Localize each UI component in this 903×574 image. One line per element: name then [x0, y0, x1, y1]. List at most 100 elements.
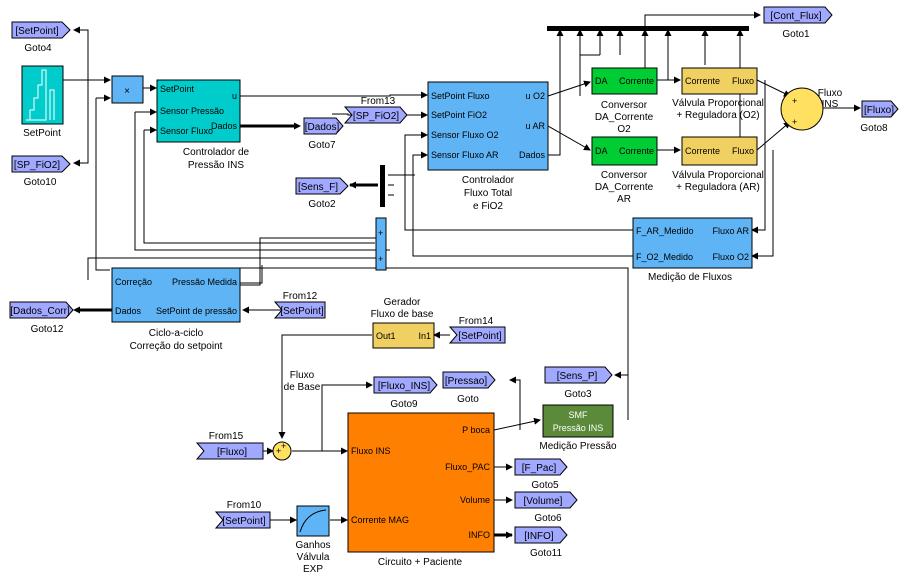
svg-text:Fluxo AR: Fluxo AR	[712, 226, 749, 236]
svg-text:Pressão INS: Pressão INS	[188, 160, 244, 171]
goto9-block[interactable]: [Fluxo_INS] Goto9	[373, 376, 438, 410]
svg-text:[Fluxo]: [Fluxo]	[217, 447, 247, 458]
controlador-pressao-block[interactable]: SetPoint Sensor Pressão Sensor Fluxo u D…	[156, 79, 250, 171]
data-mux-bar[interactable]	[547, 26, 749, 31]
svg-text:e FiO2: e FiO2	[473, 201, 503, 212]
valvula-ar-block[interactable]: Corrente Fluxo Válvula Proporcional + Re…	[672, 136, 764, 193]
fluxo-base-label-2: de Base	[284, 382, 321, 393]
svg-text:Válvula: Válvula	[297, 552, 330, 563]
conversor-o2-block[interactable]: DA Corrente Conversor DA_Corrente O2	[591, 67, 658, 135]
goto12-block[interactable]: [Dados_Corr] Goto12	[9, 301, 74, 335]
fluxo-base-label-1: Fluxo	[290, 370, 315, 381]
svg-text:[SetPoint]: [SetPoint]	[280, 306, 324, 317]
sum-low-block[interactable]: + +	[272, 441, 292, 461]
svg-text:SetPoint de pressão: SetPoint de pressão	[156, 306, 237, 316]
ganhos-valvula-exp-block[interactable]: Ganhos Válvula EXP	[295, 505, 331, 574]
svg-text:DA_Corrente: DA_Corrente	[595, 182, 654, 193]
svg-text:×: ×	[124, 86, 130, 97]
svg-text:Fluxo: Fluxo	[732, 76, 754, 86]
setpoint-source-block[interactable]: SetPoint	[21, 65, 64, 139]
svg-text:SetPoint: SetPoint	[160, 84, 195, 94]
sum-fluxo-ins-block[interactable]: + + Fluxo INS	[780, 87, 843, 131]
svg-text:EXP: EXP	[303, 564, 323, 574]
svg-text:SMF: SMF	[569, 410, 589, 420]
svg-text:u O2: u O2	[525, 91, 545, 101]
smf-pressao-block[interactable]: SMF Pressão INS Medição Pressão	[539, 404, 617, 452]
sum-mid-block[interactable]: + +	[375, 217, 387, 271]
ciclo-a-ciclo-block[interactable]: Correção Dados Pressão Medida SetPoint d…	[111, 267, 241, 352]
svg-text:Fluxo Total: Fluxo Total	[464, 188, 512, 199]
svg-text:u AR: u AR	[525, 121, 545, 131]
goto2-block[interactable]: [Sens_F] Goto2	[295, 177, 349, 210]
sens-f-mux[interactable]	[380, 165, 385, 207]
svg-text:Conversor: Conversor	[601, 100, 648, 111]
svg-text:Goto2: Goto2	[308, 199, 336, 210]
svg-text:In1: In1	[418, 331, 431, 341]
svg-text:+ Reguladora (O2): + Reguladora (O2)	[676, 110, 759, 121]
svg-text:DA: DA	[595, 146, 608, 156]
goto10-block[interactable]: [SP_FiO2] Goto10	[11, 155, 71, 188]
svg-text:Sensor Pressão: Sensor Pressão	[160, 106, 224, 116]
svg-text:Ganhos: Ganhos	[295, 540, 330, 551]
controlador-fluxo-block[interactable]: SetPoint Fluxo SetPoint FiO2 Sensor Flux…	[427, 81, 549, 212]
goto5-block[interactable]: [F_Pac] Goto5	[514, 458, 568, 491]
svg-text:Fluxo INS: Fluxo INS	[351, 446, 391, 456]
svg-text:Sensor Fluxo: Sensor Fluxo	[160, 126, 213, 136]
svg-text:F_O2_Medido: F_O2_Medido	[636, 252, 693, 262]
svg-text:Goto7: Goto7	[308, 140, 336, 151]
svg-text:[SetPoint]: [SetPoint]	[15, 26, 59, 37]
svg-text:[SetPoint]: [SetPoint]	[222, 516, 266, 527]
setpoint-label: SetPoint	[23, 128, 61, 139]
svg-text:[SP_FiO2]: [SP_FiO2]	[14, 160, 60, 171]
goto3-block[interactable]: [Sens_P] Goto3	[544, 366, 613, 400]
circuito-paciente-block[interactable]: Fluxo INS Corrente MAG P boca Fluxo_PAC …	[347, 412, 495, 568]
from13-block[interactable]: From13 [SP_FiO2]	[343, 96, 408, 124]
svg-text:Fluxo de base: Fluxo de base	[371, 309, 434, 320]
svg-text:From13: From13	[361, 96, 396, 107]
medicao-fluxos-block[interactable]: F_AR_Medido F_O2_Medido Fluxo AR Fluxo O…	[632, 217, 753, 283]
sens-f-mux-ports	[388, 174, 394, 196]
goto8-block[interactable]: [Fluxo] Goto8	[860, 100, 899, 134]
svg-text:Conversor: Conversor	[601, 170, 648, 181]
goto4-block[interactable]: [SetPoint] Goto4	[11, 21, 71, 54]
from15-block[interactable]: From15 [Fluxo]	[195, 431, 264, 460]
svg-text:[INFO]: [INFO]	[524, 531, 554, 542]
goto11-block[interactable]: [INFO] Goto11	[514, 526, 568, 559]
svg-text:DA: DA	[595, 76, 608, 86]
svg-text:Goto8: Goto8	[860, 123, 888, 134]
svg-text:[Pressao]: [Pressao]	[445, 376, 487, 387]
svg-text:Corrente: Corrente	[685, 76, 720, 86]
svg-text:Dados: Dados	[211, 121, 238, 131]
from14-block[interactable]: From14 [SetPoint]	[448, 316, 506, 344]
svg-text:Goto12: Goto12	[31, 324, 64, 335]
goto6-block[interactable]: [Volume] Goto6	[514, 491, 578, 524]
svg-text:+: +	[378, 228, 383, 238]
goto-pressao-block[interactable]: [Pressao] Goto	[442, 371, 496, 405]
svg-text:+: +	[792, 96, 797, 106]
svg-text:[Dados]: [Dados]	[305, 122, 340, 133]
svg-text:Goto4: Goto4	[24, 43, 52, 54]
svg-text:[SP_FiO2]: [SP_FiO2]	[353, 111, 399, 122]
svg-text:Medição Pressão: Medição Pressão	[539, 441, 617, 452]
svg-text:SetPoint FiO2: SetPoint FiO2	[431, 110, 487, 120]
conversor-ar-block[interactable]: DA Corrente Conversor DA_Corrente AR	[591, 136, 658, 205]
svg-text:Controlador de: Controlador de	[183, 147, 250, 158]
goto7-block[interactable]: [Dados] Goto7	[303, 117, 344, 151]
svg-text:[Sens_P]: [Sens_P]	[557, 371, 598, 382]
svg-text:Ciclo-a-ciclo: Ciclo-a-ciclo	[149, 328, 204, 339]
product-block[interactable]: ×	[111, 75, 144, 104]
gerador-fluxo-base-block[interactable]: Gerador Fluxo de base Out1 In1	[371, 297, 435, 349]
svg-text:[Cont_Flux]: [Cont_Flux]	[770, 11, 821, 22]
svg-text:Corrente: Corrente	[685, 146, 720, 156]
valvula-o2-block[interactable]: Corrente Fluxo Válvula Proporcional + Re…	[672, 67, 764, 121]
goto1-block[interactable]: [Cont_Flux] Goto1	[763, 6, 833, 40]
from10-block[interactable]: From10 [SetPoint]	[214, 500, 271, 529]
svg-text:INS: INS	[822, 99, 839, 110]
svg-text:[Fluxo_INS]: [Fluxo_INS]	[378, 381, 430, 392]
svg-text:O2: O2	[617, 124, 631, 135]
svg-text:+: +	[792, 117, 797, 127]
svg-text:+ Reguladora (AR): + Reguladora (AR)	[676, 182, 760, 193]
from12-block[interactable]: From12 [SetPoint]	[273, 291, 326, 319]
